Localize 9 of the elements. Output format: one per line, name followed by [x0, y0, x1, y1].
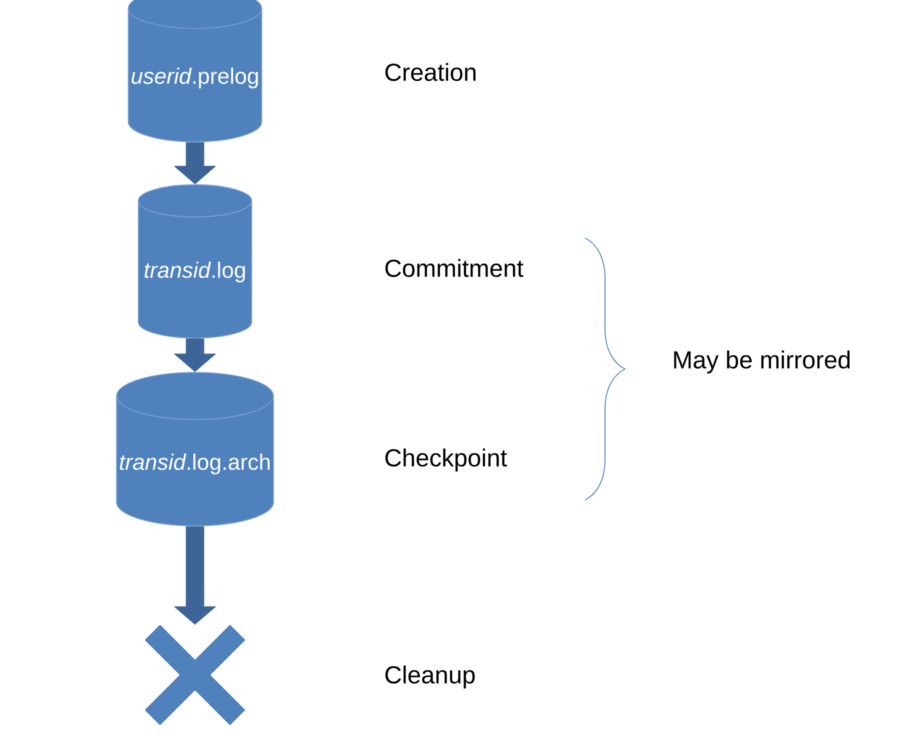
cylinder: transid.log.arch	[116, 372, 274, 526]
cross-icon	[144, 624, 246, 726]
stage-label: Checkpoint	[385, 448, 508, 472]
cylinder: userid.prelog	[128, 0, 262, 142]
stage-label: Commitment	[385, 258, 524, 278]
stage-label: May be mirrored	[674, 350, 850, 374]
stage-label: Creation	[385, 62, 476, 82]
cylinder: transid.log	[138, 184, 252, 339]
stage-label: Cleanup	[385, 666, 475, 688]
